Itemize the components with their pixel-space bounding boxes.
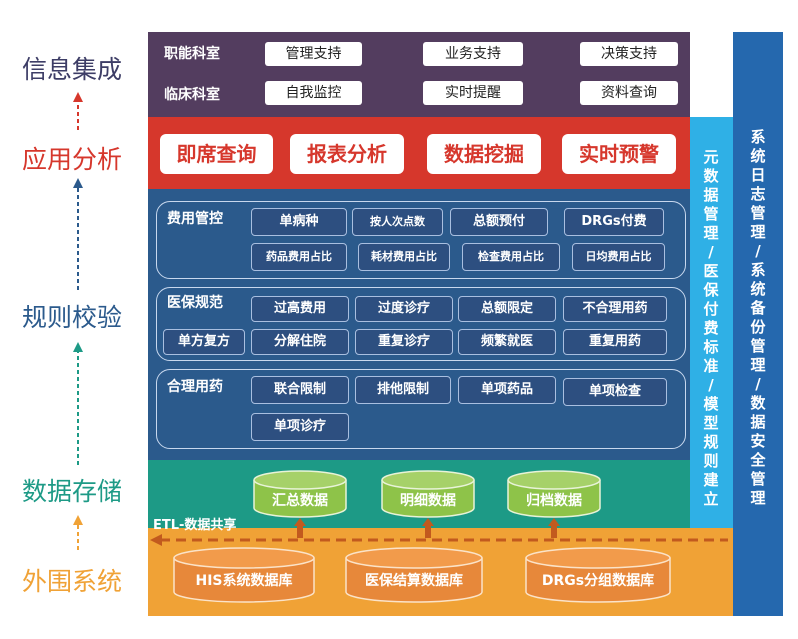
rule-irrational-drug[interactable]: 不合理用药 <box>563 296 667 322</box>
storage-label-archive: 归档数据 <box>526 493 582 509</box>
external-cylinder-insurance[interactable] <box>345 547 483 603</box>
rule-total-prepay[interactable]: 总额预付 <box>450 208 548 236</box>
external-cylinder-drgs[interactable] <box>525 547 671 603</box>
rule-single-treatment[interactable]: 单项诊疗 <box>251 413 349 441</box>
rule-drgs-payment[interactable]: DRGs付费 <box>564 208 664 236</box>
rule-single-exam[interactable]: 单项检查 <box>563 378 667 406</box>
group-cost-control: 费用管控 单病种 按人次点数 总额预付 DRGs付费 药品费用占比 耗材费用占比… <box>156 201 686 279</box>
arrow-app-to-info <box>73 92 83 130</box>
rule-per-visit-points[interactable]: 按人次点数 <box>352 208 443 236</box>
external-label-his: HIS系统数据库 <box>195 573 293 589</box>
rule-single-drug[interactable]: 单项药品 <box>458 376 556 404</box>
info-band: 职能科室 管理支持 业务支持 决策支持 临床科室 自我监控 实时提醒 资料查询 <box>148 32 690 117</box>
layer-arrows <box>73 92 83 550</box>
group-title-drug: 合理用药 <box>167 379 223 395</box>
app-item-report-analysis[interactable]: 报表分析 <box>290 134 404 174</box>
storage-label-summary: 汇总数据 <box>272 493 328 509</box>
app-band: 即席查询 报表分析 数据挖掘 实时预警 <box>148 117 690 189</box>
system-panel <box>733 32 783 616</box>
rule-over-treatment[interactable]: 过度诊疗 <box>355 296 453 322</box>
info-item-self-monitor[interactable]: 自我监控 <box>265 81 362 105</box>
info-item-data-query[interactable]: 资料查询 <box>580 81 678 105</box>
arrow-storage-to-rule <box>73 342 83 465</box>
rule-drug-cost-ratio[interactable]: 药品费用占比 <box>251 243 347 271</box>
group-title-insurance: 医保规范 <box>167 295 223 311</box>
arrow-rule-to-app <box>73 178 83 290</box>
row-label-clinical: 临床科室 <box>164 87 220 103</box>
rule-split-hospitalization[interactable]: 分解住院 <box>251 329 349 355</box>
rule-band: 费用管控 单病种 按人次点数 总额预付 DRGs付费 药品费用占比 耗材费用占比… <box>148 189 690 460</box>
group-title-cost: 费用管控 <box>167 211 223 227</box>
meta-panel <box>690 117 733 528</box>
layer-label-rule: 规则校验 <box>22 303 123 332</box>
layer-label-info: 信息集成 <box>22 55 123 84</box>
arrow-external-to-storage <box>73 515 83 550</box>
rule-combination-limit[interactable]: 联合限制 <box>251 376 349 404</box>
layer-label-external: 外围系统 <box>22 567 123 596</box>
rule-total-limit[interactable]: 总额限定 <box>458 296 556 322</box>
rule-single-disease[interactable]: 单病种 <box>251 208 347 236</box>
layer-label-storage: 数据存储 <box>22 477 123 506</box>
rule-frequent-visits[interactable]: 频繁就医 <box>458 329 556 355</box>
storage-cylinder-archive[interactable] <box>507 470 601 518</box>
info-item-business[interactable]: 业务支持 <box>423 42 523 66</box>
etl-flow <box>150 518 728 546</box>
rule-single-compound[interactable]: 单方复方 <box>163 329 245 355</box>
etl-label: ETL-数据共享 <box>153 518 237 533</box>
rule-exam-cost-ratio[interactable]: 检查费用占比 <box>462 243 560 271</box>
external-cylinder-his[interactable] <box>173 547 315 603</box>
storage-label-detail: 明细数据 <box>400 493 456 509</box>
rule-repeat-medication[interactable]: 重复用药 <box>563 329 667 355</box>
row-label-functional: 职能科室 <box>164 46 220 62</box>
info-item-realtime-alert[interactable]: 实时提醒 <box>423 81 523 105</box>
app-item-adhoc-query[interactable]: 即席查询 <box>160 134 273 174</box>
rule-excessive-cost[interactable]: 过高费用 <box>251 296 349 322</box>
rule-consumable-cost-ratio[interactable]: 耗材费用占比 <box>358 243 450 271</box>
rule-repeat-treatment[interactable]: 重复诊疗 <box>355 329 453 355</box>
storage-cylinder-detail[interactable] <box>381 470 475 518</box>
info-item-management[interactable]: 管理支持 <box>265 42 362 66</box>
external-label-insurance: 医保结算数据库 <box>365 573 463 589</box>
rule-exclusion-limit[interactable]: 排他限制 <box>355 376 451 404</box>
info-item-decision[interactable]: 决策支持 <box>580 42 678 66</box>
layer-label-app: 应用分析 <box>22 145 123 174</box>
rule-daily-cost-ratio[interactable]: 日均费用占比 <box>572 243 665 271</box>
meta-panel-text: 元数据管理/医保付费标准/模型规则建立 <box>703 148 719 508</box>
app-item-realtime-warning[interactable]: 实时预警 <box>562 134 676 174</box>
storage-cylinder-summary[interactable] <box>253 470 347 518</box>
system-panel-text: 系统日志管理/系统备份管理/数据安全管理 <box>750 128 766 507</box>
group-insurance: 医保规范 过高费用 过度诊疗 总额限定 不合理用药 单方复方 分解住院 重复诊疗… <box>156 287 686 361</box>
storage-cylinders <box>150 470 728 603</box>
app-item-data-mining[interactable]: 数据挖掘 <box>427 134 541 174</box>
external-label-drgs: DRGs分组数据库 <box>541 573 655 589</box>
group-rational-drug: 合理用药 联合限制 排他限制 单项药品 单项检查 单项诊疗 <box>156 369 686 449</box>
